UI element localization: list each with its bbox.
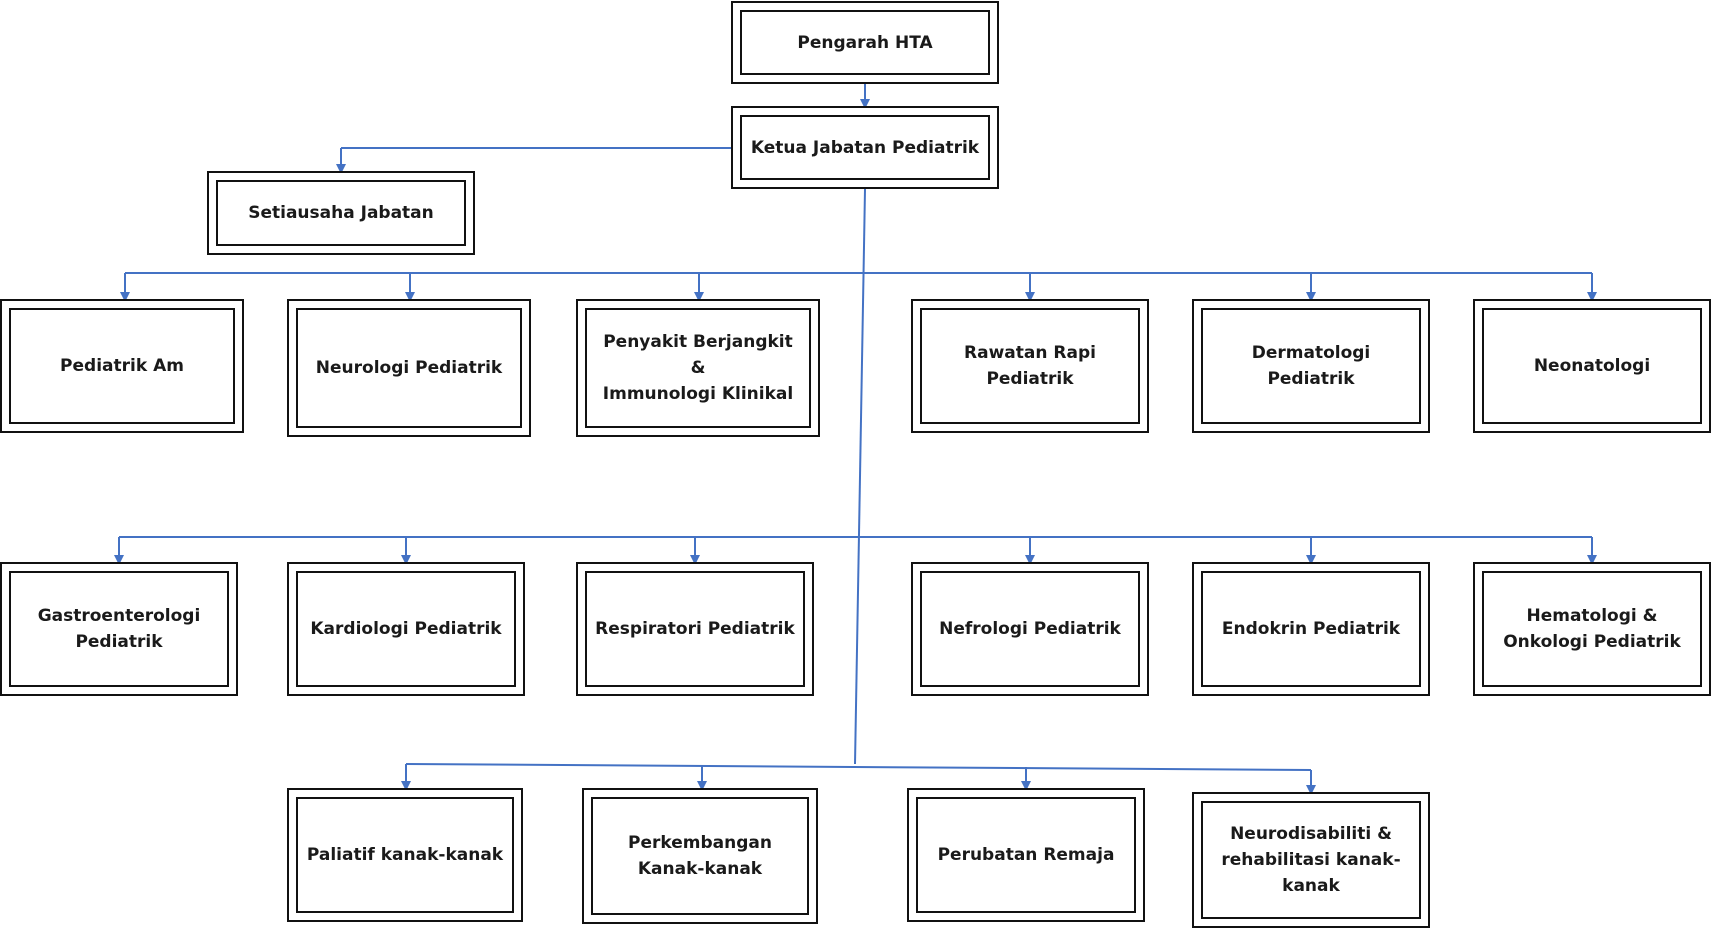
label-ketua-jabatan: Ketua Jabatan Pediatrik <box>750 137 980 158</box>
label-rawatan-rapi: Rawatan Rapi Pediatrik <box>964 343 1096 389</box>
label-neurodisabiliti-rehabilitasi: Neurodisabiliti & rehabilitasi kanak- ka… <box>1221 824 1401 896</box>
box-kardiologi-pediatrik: Kardiologi Pediatrik <box>287 562 525 696</box>
box-neonatologi: Neonatologi <box>1473 299 1711 433</box>
label-setiausaha-jabatan: Setiausaha Jabatan <box>248 203 434 223</box>
box-ketua-jabatan: Ketua Jabatan Pediatrik <box>731 106 999 189</box>
label-neonatologi: Neonatologi <box>1533 356 1651 376</box>
box-rawatan-rapi: Rawatan Rapi Pediatrik <box>911 299 1149 433</box>
box-respiratori-pediatrik: Respiratori Pediatrik <box>576 562 814 696</box>
label-neurologi-pediatrik: Neurologi Pediatrik <box>315 358 503 378</box>
box-nefrologi-pediatrik: Nefrologi Pediatrik <box>911 562 1149 696</box>
label-perkembangan-kanak-kanak: Perkembangan Kanak-kanak <box>628 833 772 879</box>
label-dermatologi-pediatrik: Dermatologi Pediatrik <box>1251 343 1371 389</box>
label-respiratori-pediatrik: Respiratori Pediatrik <box>595 619 795 639</box>
box-pediatrik-am: Pediatrik Am <box>0 299 244 433</box>
label-kardiologi-pediatrik: Kardiologi Pediatrik <box>310 619 502 639</box>
box-perkembangan-kanak-kanak: Perkembangan Kanak-kanak <box>582 788 818 924</box>
label-penyakit-berjangkit: Penyakit Berjangkit & Immunologi Klinika… <box>602 332 794 404</box>
box-penyakit-berjangkit: Penyakit Berjangkit & Immunologi Klinika… <box>576 299 820 437</box>
label-endokrin-pediatrik: Endokrin Pediatrik <box>1221 619 1401 639</box>
label-perubatan-remaja: Perubatan Remaja <box>937 845 1115 865</box>
box-setiausaha-jabatan: Setiausaha Jabatan <box>207 171 475 255</box>
box-paliatif-kanak-kanak: Paliatif kanak-kanak <box>287 788 523 922</box>
label-pengarah-hta: Pengarah HTA <box>797 32 933 53</box>
box-neurodisabiliti-rehabilitasi: Neurodisabiliti & rehabilitasi kanak- ka… <box>1192 792 1430 928</box>
box-neurologi-pediatrik: Neurologi Pediatrik <box>287 299 531 437</box>
box-endokrin-pediatrik: Endokrin Pediatrik <box>1192 562 1430 696</box>
box-pengarah-hta: Pengarah HTA <box>731 1 999 84</box>
connector-trunk <box>854 188 866 765</box>
label-hematologi-onkologi: Hematologi & Onkologi Pediatrik <box>1503 606 1681 652</box>
label-pediatrik-am: Pediatrik Am <box>60 356 184 376</box>
label-gastroenterologi-pediatrik: Gastroenterologi Pediatrik <box>37 606 201 652</box>
connector-lines <box>114 84 1597 795</box>
box-perubatan-remaja: Perubatan Remaja <box>907 788 1145 922</box>
label-nefrologi-pediatrik: Nefrologi Pediatrik <box>939 619 1121 639</box>
connector-row3-bus <box>405 763 1312 771</box>
box-hematologi-onkologi: Hematologi & Onkologi Pediatrik <box>1473 562 1711 696</box>
box-dermatologi-pediatrik: Dermatologi Pediatrik <box>1192 299 1430 433</box>
label-paliatif-kanak-kanak: Paliatif kanak-kanak <box>306 845 504 865</box>
box-gastroenterologi-pediatrik: Gastroenterologi Pediatrik <box>0 562 238 696</box>
